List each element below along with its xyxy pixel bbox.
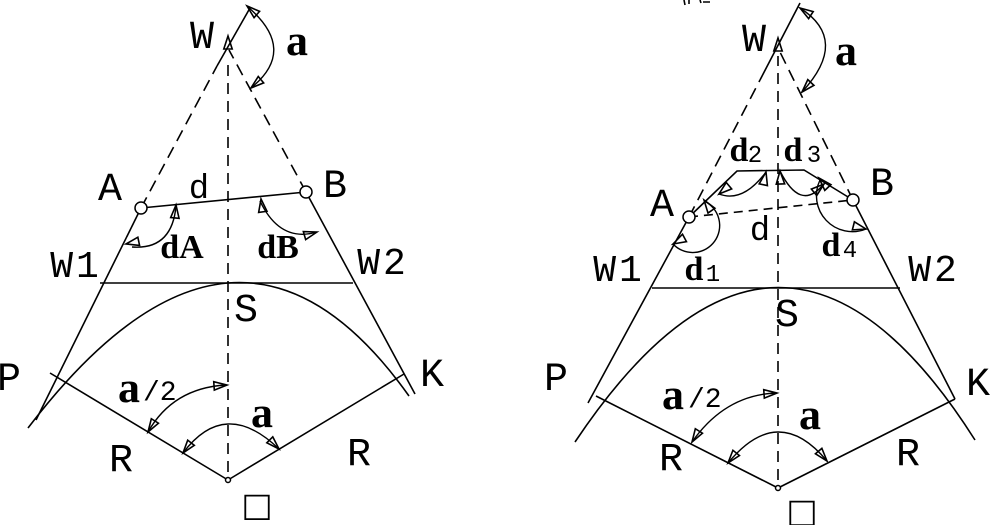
left-forward-tangent-line <box>305 191 416 395</box>
left-radius-label-1: R <box>109 439 133 484</box>
left-point-a-marker <box>134 201 148 215</box>
left-tangent-point-2-label: W2 <box>357 243 409 286</box>
right-angle-d2-label: d <box>730 132 749 169</box>
left-diagram: W a A B d dA dB W1 W2 S P K R R a /2 a □ <box>0 2 444 524</box>
left-half-angle-label: a <box>118 363 140 412</box>
left-turn-angle-arc <box>247 6 275 89</box>
right-curve-end-label: K <box>966 363 990 408</box>
right-half-angle-slash: /2 <box>688 385 722 416</box>
right-angle-d1-subscript: 1 <box>706 262 720 289</box>
right-central-angle-label: a <box>799 390 821 439</box>
right-forward-tangent-line <box>852 199 956 400</box>
left-point-b-label: B <box>323 165 347 210</box>
right-angle-d1-arc <box>672 200 721 254</box>
left-forward-tangent-dashed <box>228 49 307 193</box>
right-curve-start-label: P <box>544 358 568 403</box>
left-chord-ab <box>140 191 307 209</box>
left-point-a-label: A <box>98 168 122 213</box>
right-center-label-box: □ <box>786 491 817 525</box>
left-half-angle-slash: /2 <box>143 378 177 409</box>
right-tangent-point-2-label: W2 <box>908 250 960 293</box>
right-half-angle-label: a <box>662 370 684 419</box>
left-central-angle-arc <box>182 423 280 454</box>
left-half-angle-arc <box>147 384 227 433</box>
left-rear-tangent-line <box>35 207 142 421</box>
left-curve-start-label: P <box>0 358 21 403</box>
left-rear-tangent-dashed <box>140 65 218 209</box>
left-center-label-box: □ <box>241 485 272 524</box>
right-angle-d3-arc <box>779 170 823 197</box>
right-radius-label-1: R <box>659 438 683 483</box>
right-angle-d4-label: d <box>822 227 841 264</box>
left-angle-da-label: dA <box>160 229 204 266</box>
right-forward-tangent-dashed <box>778 49 854 201</box>
left-point-b-marker <box>299 185 313 199</box>
right-radius-label-2: R <box>896 433 920 478</box>
right-angle-d3-label: d <box>784 132 803 169</box>
left-chord-label: d <box>189 171 209 209</box>
left-midpoint-label: S <box>234 289 258 334</box>
right-center-o-marker <box>774 484 782 492</box>
right-short-chords-polyline <box>688 169 854 218</box>
right-point-b-marker <box>846 193 860 207</box>
right-chord-ab-dashed <box>688 199 854 218</box>
right-angle-d3-subscript: 3 <box>807 143 821 170</box>
left-curve-end-label: K <box>420 354 444 399</box>
left-turn-angle-label: a <box>286 16 308 65</box>
right-central-angle-arc <box>727 431 828 464</box>
right-angle-d2-subscript: 2 <box>748 143 762 170</box>
right-half-angle-arc <box>691 392 777 443</box>
right-radius-line-k <box>777 398 956 489</box>
right-tangent-point-1-label: W1 <box>593 250 645 293</box>
right-angle-d1-label: d <box>685 251 704 288</box>
left-radius-line-k <box>227 373 405 481</box>
right-angle-d4-subscript: 4 <box>843 238 857 265</box>
left-angle-db-arc <box>259 200 318 235</box>
right-point-a-label: A <box>650 184 674 229</box>
left-tangent-point-1-label: W1 <box>50 246 102 289</box>
right-rear-tangent-dashed <box>688 79 761 218</box>
left-angle-db-label: dB <box>257 229 299 266</box>
right-rear-tangent-extension <box>759 2 801 81</box>
right-point-a-marker <box>682 210 696 224</box>
right-angle-d4-arc <box>815 179 867 233</box>
left-vertex-label: W <box>190 16 214 61</box>
cropped-figure-label-fragment <box>683 0 710 6</box>
right-rear-tangent-line <box>587 216 690 404</box>
left-angle-da-arc <box>131 205 177 248</box>
right-chord-label: d <box>750 213 770 251</box>
right-angle-d2-arc <box>718 171 767 197</box>
left-rear-tangent-extension <box>216 7 251 67</box>
right-midpoint-label: S <box>775 294 799 339</box>
right-point-b-label: B <box>870 163 894 208</box>
right-curve-arc <box>574 286 976 443</box>
right-turn-angle-arc <box>799 7 827 93</box>
right-turn-angle-label: a <box>835 26 857 75</box>
right-diagram: W a A B d d 1 d 2 d 3 d 4 W1 W2 S P K R … <box>544 0 990 525</box>
left-center-o-marker <box>224 476 232 484</box>
right-vertex-label: W <box>742 19 766 64</box>
left-central-angle-label: a <box>251 388 273 437</box>
left-radius-line-p <box>49 372 229 481</box>
right-radius-line-p <box>595 395 779 489</box>
left-radius-label-2: R <box>347 433 371 478</box>
